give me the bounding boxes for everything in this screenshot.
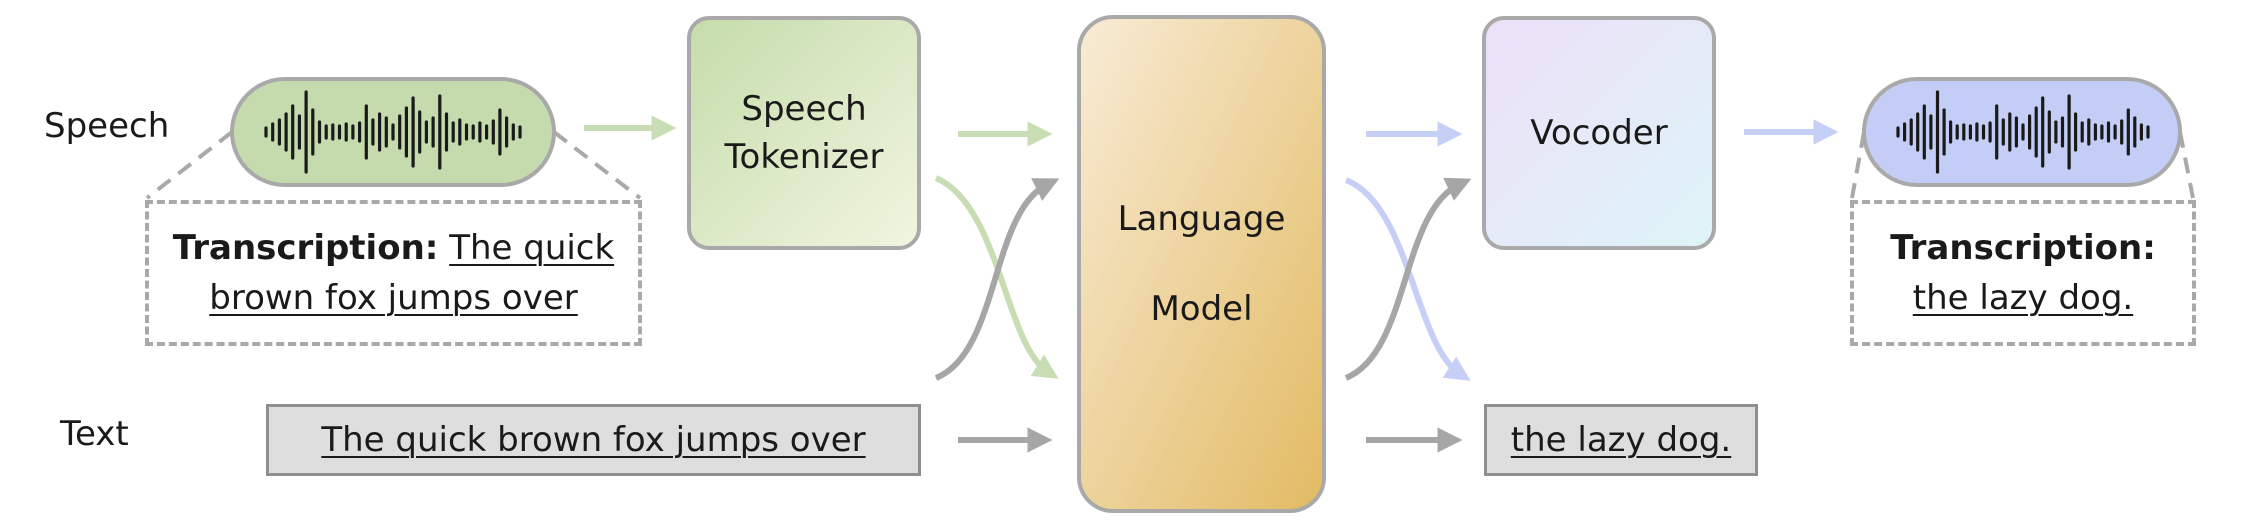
language-model-fill xyxy=(1077,15,1326,513)
output-text-value: the lazy dog. xyxy=(1510,420,1732,460)
input-transcription-line1: The quick xyxy=(449,228,615,268)
curve-text-to-lm-speech xyxy=(934,178,1060,381)
row-label-text: Text xyxy=(60,414,129,454)
curve-lm-speech-to-text xyxy=(1344,177,1471,381)
language-model-block: Language Model xyxy=(1079,17,1324,511)
input-text-value: The quick brown fox jumps over xyxy=(321,420,866,460)
tokenizer-label-line2: Tokenizer xyxy=(724,137,884,177)
speech-tokenizer-block: Speech Tokenizer xyxy=(687,16,921,250)
output-transcription-value: the lazy dog. xyxy=(1912,278,2134,318)
vocoder-label: Vocoder xyxy=(1530,113,1668,153)
input-text-box: The quick brown fox jumps over xyxy=(266,404,921,476)
zoom-line-in-right xyxy=(552,130,642,200)
tokenizer-label-line1: Speech xyxy=(741,89,867,129)
lm-label-line1: Language xyxy=(1117,199,1286,239)
output-text-box: the lazy dog. xyxy=(1484,404,1758,476)
curve-speech-to-lm-text xyxy=(934,175,1059,379)
row-label-speech: Speech xyxy=(44,106,170,146)
zoom-connectors xyxy=(145,130,2195,200)
vocoder-block: Vocoder xyxy=(1482,16,1716,250)
input-transcription-line2: brown fox jumps over xyxy=(209,278,578,318)
tokenizer-fill xyxy=(689,18,919,248)
input-transcription-box: Transcription: The quick brown fox jumps… xyxy=(145,200,642,346)
vocoder-fill xyxy=(1484,18,1714,248)
input-transcription-label: Transcription: xyxy=(172,228,439,268)
output-transcription-box: Transcription: the lazy dog. xyxy=(1850,200,2196,346)
waveform-icon xyxy=(1896,90,2150,174)
lm-label-line2: Model xyxy=(1150,289,1253,329)
zoom-line-out-right xyxy=(2178,131,2195,199)
waveform-icon xyxy=(264,90,522,174)
output-transcription-label: Transcription: xyxy=(1890,228,2156,268)
zoom-line-in-left xyxy=(145,130,234,200)
curve-lm-text-to-speech xyxy=(1344,177,1472,381)
zoom-line-out-left xyxy=(1850,131,1866,199)
